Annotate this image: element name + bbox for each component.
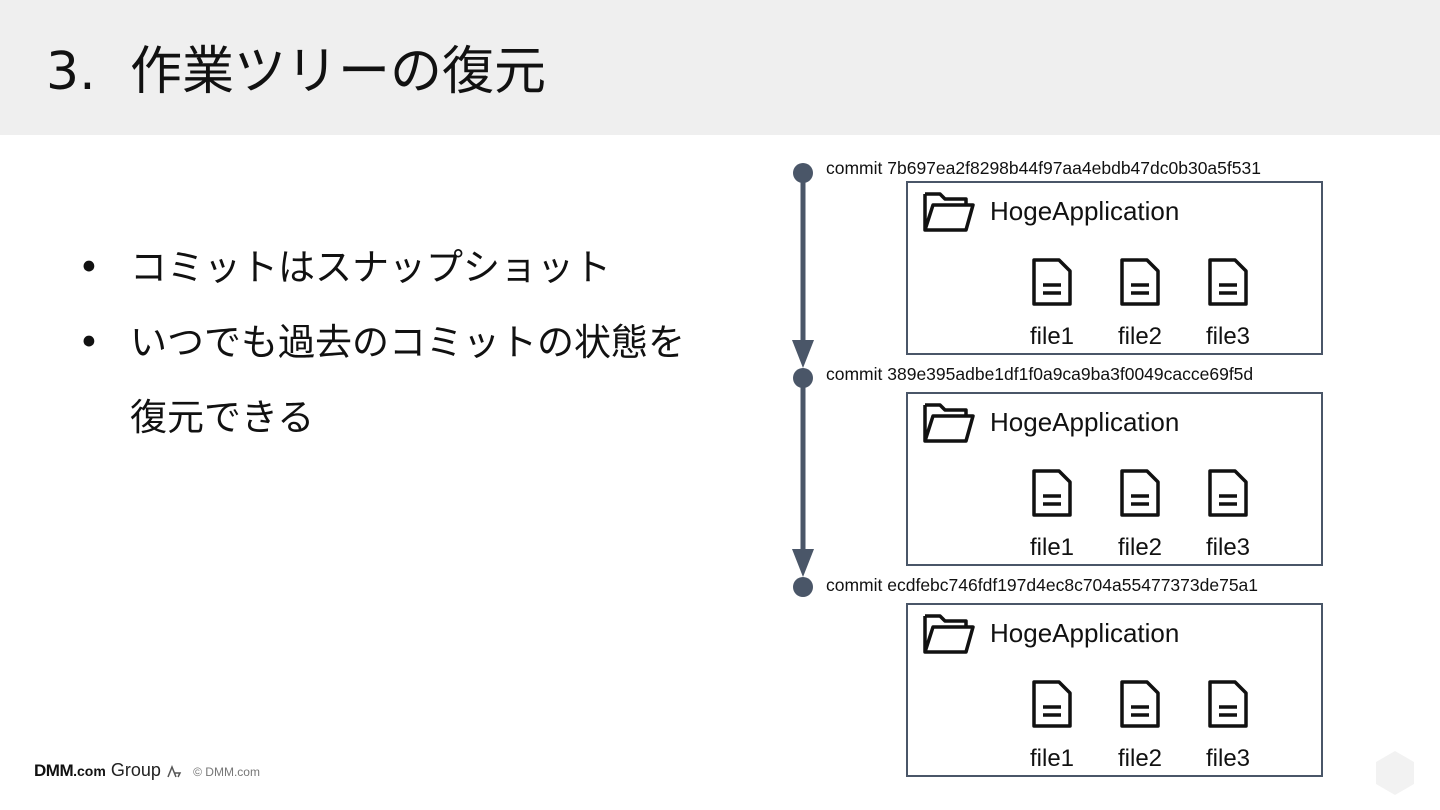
commit-node-icon: [793, 368, 813, 388]
file-item: file2: [1110, 468, 1170, 562]
bullet-item: • いつでも過去のコミットの状態を 復元できる: [78, 305, 685, 455]
file-item: file1: [1022, 468, 1082, 562]
slide-title-text: 作業ツリーの復元: [130, 42, 547, 102]
arrow-down-icon: [792, 340, 814, 368]
document-icon: [1120, 680, 1160, 728]
document-icon: [1032, 469, 1072, 517]
file-name: file2: [1117, 745, 1163, 772]
commit-node-icon: [793, 577, 813, 597]
arrow-down-icon: [792, 549, 814, 577]
bullet-marker: •: [78, 321, 100, 364]
file-item: file3: [1198, 257, 1258, 351]
file-name: file1: [1029, 323, 1075, 350]
bullet-list: • コミットはスナップショット • いつでも過去のコミットの状態を 復元できる: [78, 230, 685, 455]
file-name: file1: [1029, 534, 1075, 561]
commit-snapshot-box: HogeApplication file1 file2 file3: [906, 392, 1323, 566]
folder-name: HogeApplication: [990, 196, 1180, 226]
commit-hash-label: commit 389e395adbe1df1f0a9ca9ba3f0049cac…: [826, 364, 1254, 384]
bullet-marker: •: [78, 246, 100, 289]
file-name: file2: [1117, 534, 1163, 561]
file-name: file2: [1117, 323, 1163, 350]
brand-logo-dotcom: .com: [73, 763, 106, 779]
document-icon: [1032, 258, 1072, 306]
document-icon: [1208, 258, 1248, 306]
folder-open-icon: [923, 403, 975, 443]
folder-name: HogeApplication: [990, 618, 1180, 648]
slide-number: 3.: [46, 42, 96, 102]
hexagon-icon: [1376, 751, 1414, 795]
document-icon: [1120, 469, 1160, 517]
bullet-text-continuation: 復元できる: [130, 396, 315, 439]
folder-open-icon: [923, 614, 975, 654]
commit-snapshot-box: HogeApplication file1 file2 file3: [906, 603, 1323, 777]
commit-hash-label: commit ecdfebc746fdf197d4ec8c704a5547737…: [826, 575, 1259, 595]
brand-logo: DMM: [34, 761, 74, 780]
header-bar: [0, 0, 1440, 135]
commit-hash-label: commit 7b697ea2f8298b44f97aa4ebdb47dc0b3…: [826, 158, 1261, 178]
footer-brand: DMM.com Group © DMM.com: [34, 760, 260, 782]
file-item: file2: [1110, 257, 1170, 351]
commit-snapshot-box: HogeApplication file1 file2 file3: [906, 181, 1323, 355]
file-item: file1: [1022, 257, 1082, 351]
commit-node-icon: [793, 163, 813, 183]
brand-mark-icon: [167, 764, 182, 777]
document-icon: [1208, 469, 1248, 517]
document-icon: [1032, 680, 1072, 728]
bullet-item: • コミットはスナップショット: [78, 230, 685, 305]
bullet-text: いつでも過去のコミットの状態を: [130, 321, 685, 364]
file-item: file3: [1198, 679, 1258, 773]
file-item: file2: [1110, 679, 1170, 773]
file-item: file1: [1022, 679, 1082, 773]
document-icon: [1120, 258, 1160, 306]
file-name: file3: [1205, 745, 1251, 772]
document-icon: [1208, 680, 1248, 728]
bullet-text: コミットはスナップショット: [130, 246, 611, 289]
slide-title: 3. 作業ツリーの復元: [46, 40, 546, 104]
folder-name: HogeApplication: [990, 407, 1180, 437]
copyright-text: © DMM.com: [193, 765, 260, 779]
folder-open-icon: [923, 192, 975, 232]
brand-logo-group: Group: [110, 760, 161, 780]
file-name: file1: [1029, 745, 1075, 772]
file-item: file3: [1198, 468, 1258, 562]
file-name: file3: [1205, 323, 1251, 350]
file-name: file3: [1205, 534, 1251, 561]
